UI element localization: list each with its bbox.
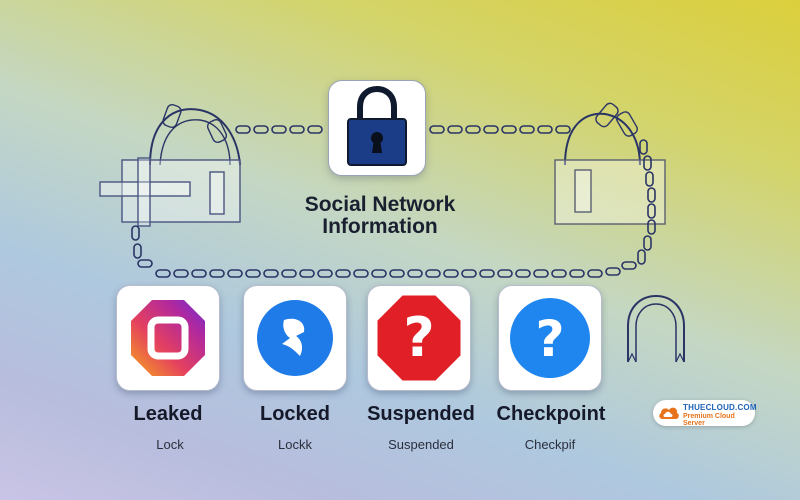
status-label-checkpoint: Checkpoint: [496, 403, 606, 425]
svg-text:?: ?: [535, 310, 564, 368]
status-label-locked: Locked: [259, 403, 331, 425]
instagram-icon: [131, 300, 205, 376]
shackle-icon: [627, 294, 685, 363]
padlock-tile: [328, 80, 426, 176]
brand-name: THUECLOUD.COM: [683, 403, 757, 412]
brand-badge: THUECLOUD.COM Premium Cloud Server: [653, 400, 757, 427]
page-title-line1: Social Network: [304, 193, 456, 216]
brand-tagline: Premium Cloud Server: [683, 413, 735, 427]
status-label-suspended: Suspended: [367, 403, 475, 425]
blue-app-icon: [257, 300, 333, 376]
status-tile-suspended: ?: [367, 285, 471, 391]
padlock-icon: [347, 85, 407, 166]
svg-text:?: ?: [403, 306, 434, 369]
status-tile-locked: [243, 285, 347, 391]
status-label-leaked: Leaked: [133, 403, 203, 425]
status-sub-leaked: Lock: [156, 437, 184, 452]
status-tile-checkpoint: ?: [498, 285, 602, 391]
status-tile-leaked: [116, 285, 220, 391]
cloud-logo-icon: [659, 407, 679, 419]
help-question-icon: ?: [510, 298, 590, 378]
stop-question-icon: ?: [374, 292, 464, 384]
status-sub-checkpoint: Checkpif: [524, 437, 576, 452]
status-sub-suspended: Suspended: [388, 437, 454, 452]
page-title-line2: Information: [322, 215, 438, 238]
status-sub-locked: Lockk: [278, 437, 312, 452]
